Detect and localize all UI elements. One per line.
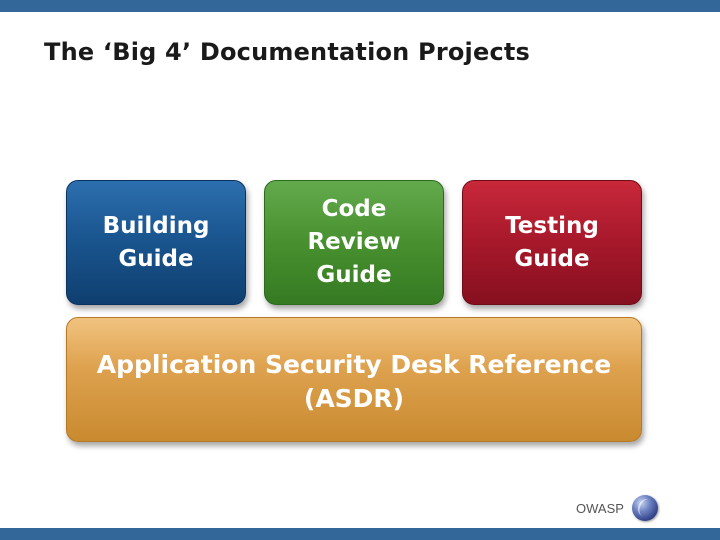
code-review-guide-box: Code Review Guide — [264, 180, 444, 305]
owasp-globe-icon — [631, 495, 658, 521]
bottom-accent-bar — [0, 528, 720, 540]
building-guide-box: Building Guide — [66, 180, 246, 305]
owasp-label: OWASP — [576, 500, 624, 516]
building-guide-label: Building Guide — [102, 212, 210, 272]
testing-guide-box: Testing Guide — [462, 180, 642, 305]
slide-title: The ‘Big 4’ Documentation Projects — [44, 38, 531, 66]
asdr-label: Application Security Desk Reference (ASD… — [96, 350, 612, 413]
testing-guide-label: Testing Guide — [505, 212, 599, 272]
code-review-guide-label: Code Review Guide — [307, 196, 401, 288]
top-accent-bar — [0, 0, 720, 12]
asdr-box: Application Security Desk Reference (ASD… — [66, 317, 642, 442]
footer-branding: OWASP — [576, 490, 658, 526]
